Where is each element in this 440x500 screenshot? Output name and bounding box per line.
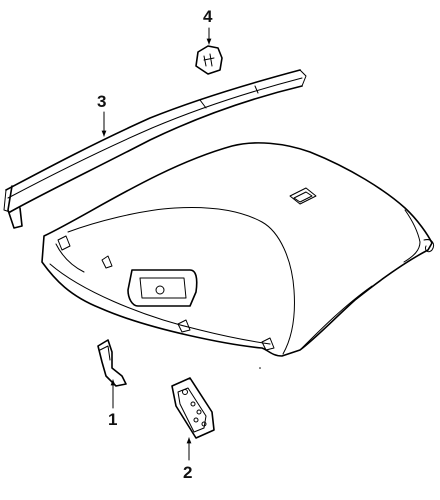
callout-1: 1: [108, 379, 117, 429]
headliner-panel: [41, 142, 435, 357]
callout-label-1: 1: [108, 410, 117, 429]
callout-4: 4: [203, 7, 213, 45]
lamp-plate: [171, 377, 215, 439]
retainer-clip: [195, 45, 223, 75]
speck: [259, 367, 261, 369]
callout-label-2: 2: [183, 463, 192, 482]
callout-label-4: 4: [203, 7, 213, 26]
callout-3: 3: [97, 92, 106, 137]
bracket-part: [97, 339, 127, 387]
roof-side-rail: [3, 69, 307, 229]
callout-2: 2: [183, 437, 192, 482]
callout-label-3: 3: [97, 92, 106, 111]
